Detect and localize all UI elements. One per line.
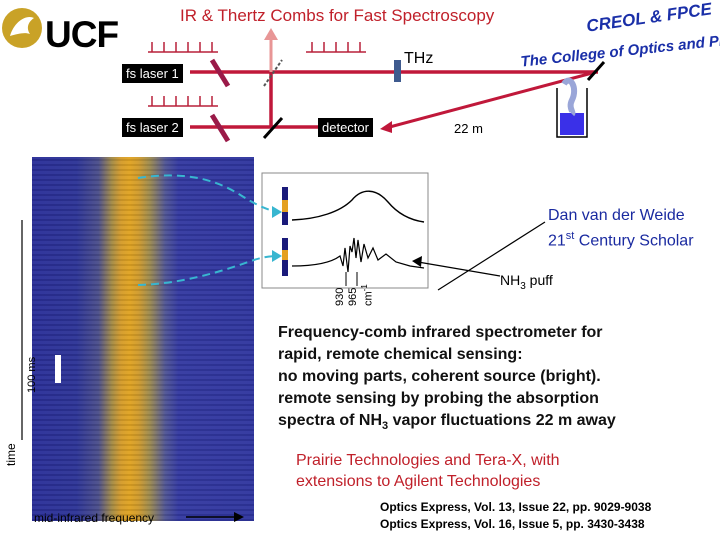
laser-1-label: fs laser 1 <box>122 64 183 83</box>
ucf-logo: UCF <box>45 14 119 55</box>
pulse-train-1 <box>148 42 366 107</box>
beam-return <box>385 70 597 130</box>
thz-element <box>394 60 401 82</box>
spectrum-2 <box>291 237 425 273</box>
dashed-arrow-2 <box>137 255 279 286</box>
tick-unit: cm-1 <box>360 284 375 306</box>
frequency-axis-label: mid-infrared frequency <box>34 511 155 525</box>
scale-bar <box>55 355 61 383</box>
leader-nh3 <box>417 261 501 277</box>
reference-2: Optics Express, Vol. 16, Issue 5, pp. 34… <box>380 517 645 531</box>
leader-author <box>437 221 546 291</box>
description-text: Frequency-comb infrared spectrometer for… <box>278 324 616 433</box>
spectrum-1 <box>291 190 425 223</box>
author-credit: Dan van der Weide 21st Century Scholar <box>548 205 694 251</box>
mirror-bottom <box>262 116 284 140</box>
splitter-thz <box>263 59 283 87</box>
slide-title: IR & Thertz Combs for Fast Spectroscopy <box>180 6 495 25</box>
time-axis-label: time <box>4 443 18 466</box>
waterfall-plot <box>32 157 254 521</box>
tick-965: 965 <box>347 287 359 306</box>
nh3-puff-label: NH3 puff <box>500 272 553 292</box>
thz-label: THz <box>404 50 434 67</box>
pegasus-icon <box>2 8 42 48</box>
splitter-1 <box>209 58 231 88</box>
references: Optics Express, Vol. 13, Issue 22, pp. 9… <box>380 499 651 533</box>
nh3-container <box>560 113 584 135</box>
splitter-2 <box>209 113 231 143</box>
detector-label: detector <box>318 118 373 137</box>
puff-plume <box>561 77 578 117</box>
credits-text: Prairie Technologies and Tera-X, with ex… <box>296 452 560 490</box>
spectra-box <box>261 172 429 289</box>
reference-1: Optics Express, Vol. 13, Issue 22, pp. 9… <box>380 500 652 514</box>
distance-label: 22 m <box>454 121 483 136</box>
waterfall-texture <box>32 157 254 521</box>
tick-930: 930 <box>334 287 346 306</box>
return-arrowhead <box>380 121 392 133</box>
mirror-far <box>586 61 606 81</box>
laser-2-label: fs laser 2 <box>122 118 183 137</box>
author-name: Dan van der Weide <box>548 207 685 224</box>
scale-bar-label: 100 ms <box>26 356 38 393</box>
author-title: 21st Century Scholar <box>548 230 694 250</box>
dashed-arrow-1 <box>137 174 279 213</box>
thz-arrowhead <box>264 28 278 40</box>
